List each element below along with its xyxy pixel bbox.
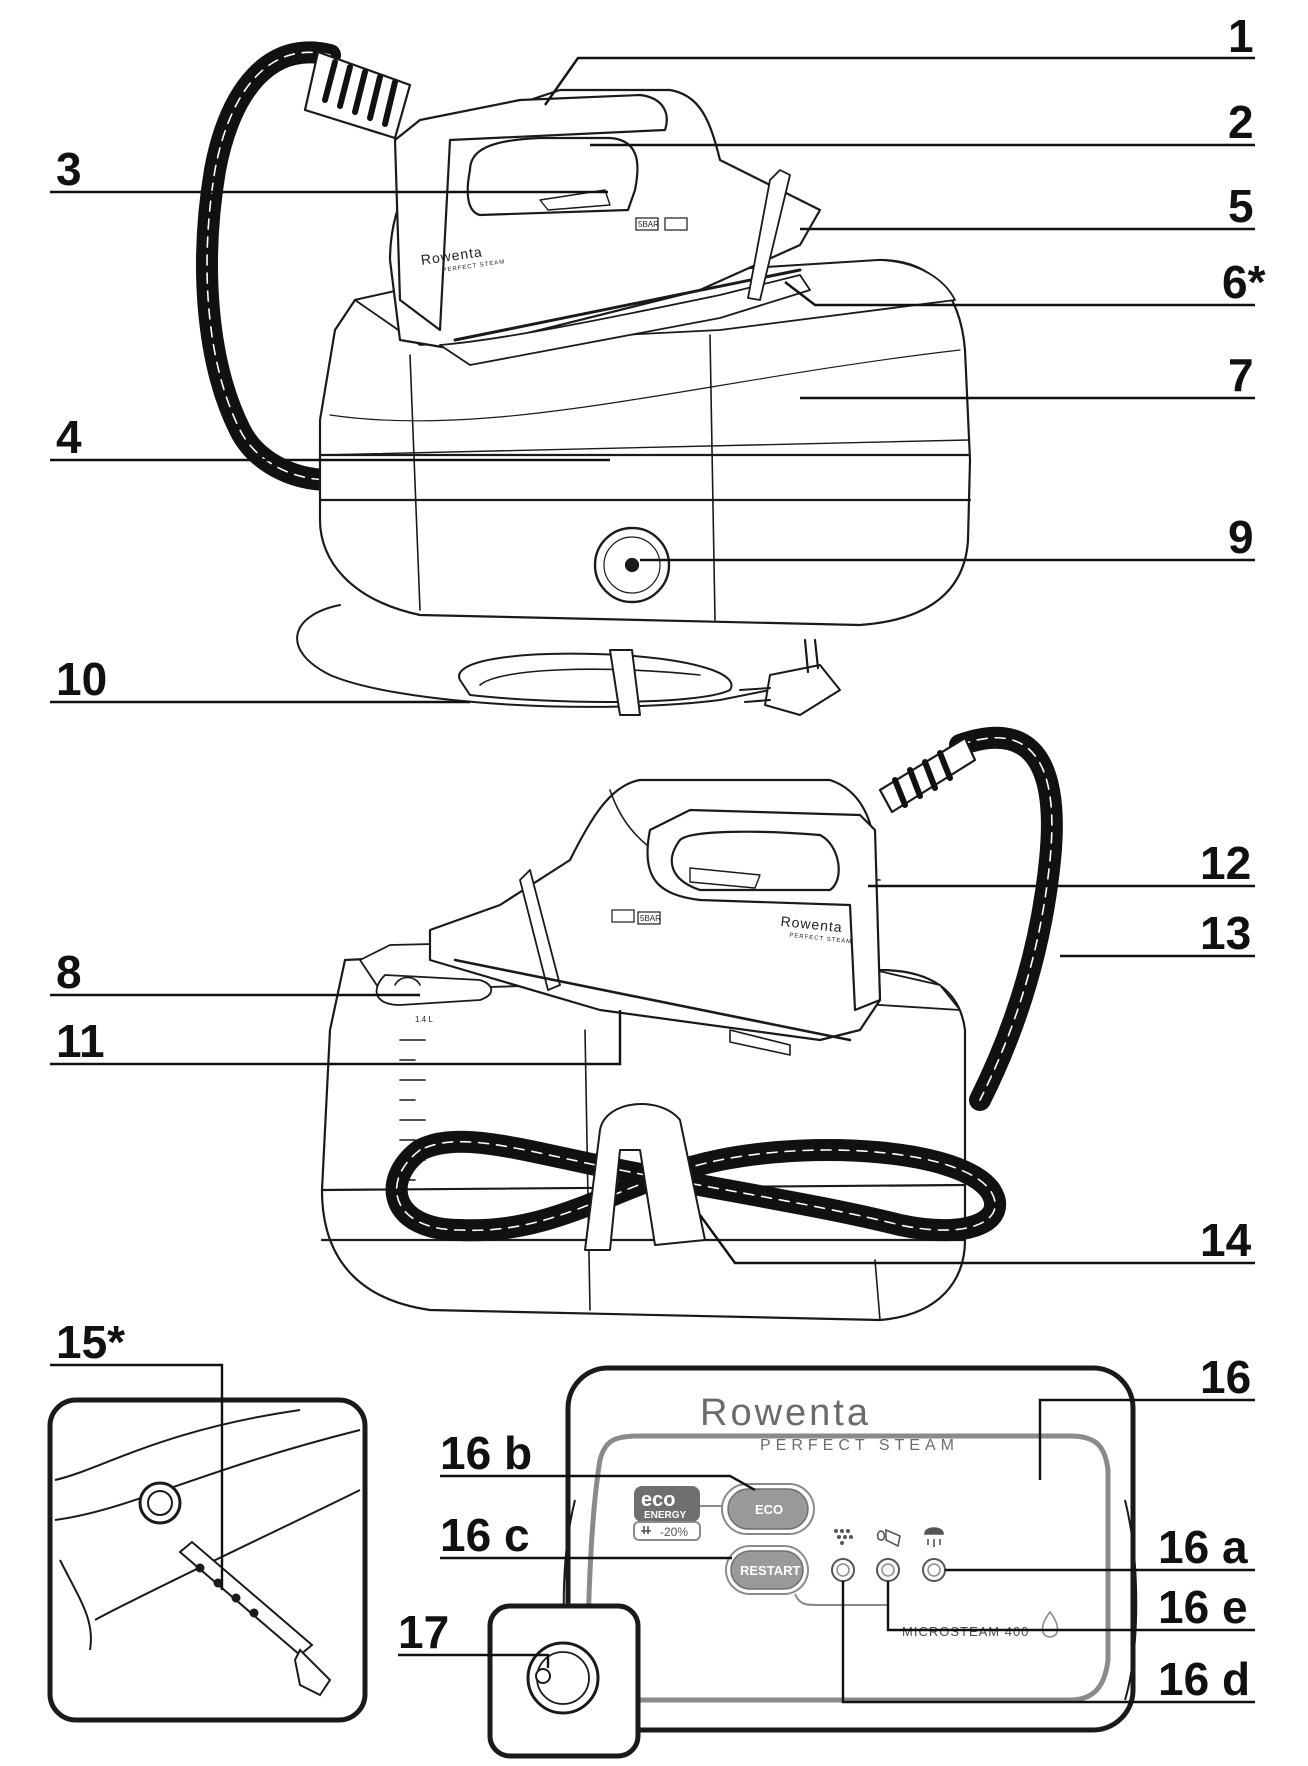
plug-icon — [641, 1526, 651, 1534]
callout-16a: 16 a — [1158, 1521, 1248, 1573]
callout-10: 10 — [56, 653, 107, 705]
callout-12: 12 — [1200, 837, 1251, 889]
callout-15: 15* — [56, 1316, 125, 1368]
restart-button-label: RESTART — [740, 1563, 800, 1578]
svg-text:5BAR: 5BAR — [638, 220, 659, 229]
generator-side-view — [320, 726, 1063, 1322]
control-panel: Rowenta PERFECT STEAM eco ENERGY -20% EC… — [562, 1365, 1138, 1733]
panel-brand: Rowenta — [700, 1392, 871, 1434]
leader-lines — [50, 56, 1255, 1704]
callout-6: 6* — [1222, 256, 1266, 308]
cord-storage-strap — [584, 1103, 706, 1251]
callout-5: 5 — [1228, 180, 1254, 232]
pressure-badge-side: 5BAR — [611, 909, 661, 925]
eco-energy-icon: eco ENERGY -20% — [633, 1486, 728, 1541]
iron-handle — [393, 93, 668, 332]
power-plug — [764, 664, 841, 716]
callout-9: 9 — [1228, 511, 1254, 563]
power-button-detail — [487, 1603, 641, 1759]
callout-16e: 16 e — [1158, 1581, 1248, 1633]
svg-text:ENERGY: ENERGY — [644, 1510, 687, 1521]
callout-16d: 16 d — [1158, 1653, 1250, 1705]
callout-17: 17 — [398, 1606, 449, 1658]
water-refill-light — [876, 1528, 901, 1582]
steam-hose-top — [196, 41, 341, 491]
callout-16: 16 — [1200, 1351, 1251, 1403]
panel-subtitle: PERFECT STEAM — [760, 1437, 959, 1454]
callout-2: 2 — [1228, 96, 1254, 148]
detail-connector-box — [47, 1397, 368, 1723]
callout-8: 8 — [56, 946, 82, 998]
steam-hose-side — [949, 726, 1063, 1111]
water-refill-icon — [876, 1528, 901, 1548]
callout-4: 4 — [56, 411, 82, 463]
panel-model: MICROSTEAM 400 — [902, 1624, 1029, 1639]
steam-ready-icon — [924, 1527, 944, 1547]
callout-3: 3 — [56, 143, 82, 195]
connector-probe — [178, 1540, 314, 1657]
callout-16c: 16 c — [440, 1509, 530, 1561]
svg-text:5BAR: 5BAR — [640, 914, 661, 923]
callout-13: 13 — [1200, 907, 1251, 959]
svg-text:-20%: -20% — [660, 1525, 688, 1539]
eco-button-label: ECO — [755, 1502, 783, 1517]
callout-7: 7 — [1228, 349, 1254, 401]
callout-1: 1 — [1228, 10, 1254, 62]
steam-ready-light — [922, 1527, 946, 1582]
eco-button[interactable]: ECO — [721, 1483, 815, 1535]
pressure-badge-top: 5BAR — [635, 217, 688, 231]
svg-text:Rowenta: Rowenta — [780, 913, 844, 935]
restart-button[interactable]: RESTART — [725, 1545, 809, 1595]
tank-capacity-label: 1.4 L — [415, 1015, 433, 1024]
callout-14: 14 — [1200, 1214, 1252, 1266]
generator-top-view — [196, 41, 972, 716]
callout-16b: 16 b — [440, 1427, 532, 1479]
callout-labels: 1 2 3 5 6* 7 4 9 10 12 13 8 11 14 15* 16… — [56, 10, 1266, 1705]
calc-clean-icon — [834, 1529, 853, 1545]
svg-text:eco: eco — [641, 1489, 675, 1511]
callout-11: 11 — [56, 1015, 105, 1067]
